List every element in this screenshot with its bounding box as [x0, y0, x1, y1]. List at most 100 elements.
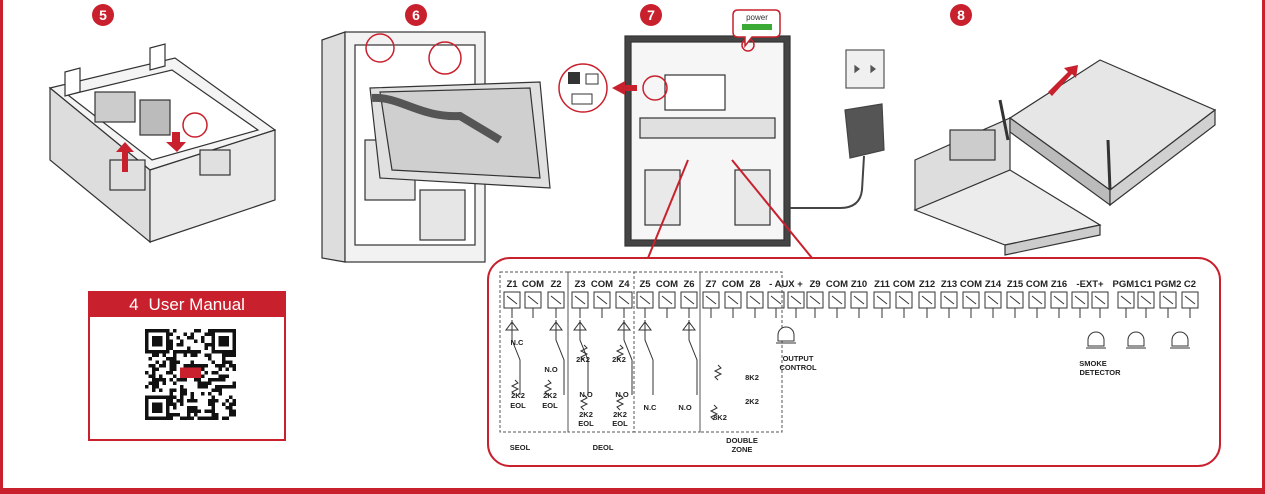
- terminal-screw: [1137, 291, 1155, 318]
- step-6-badge: 6: [405, 4, 427, 26]
- terminal-label: Z15: [1007, 279, 1024, 290]
- terminal-label: COM: [1026, 279, 1048, 290]
- wiring-label-double_zone_1: DOUBLE: [726, 436, 758, 445]
- wiring-label-no: N.O: [544, 365, 558, 374]
- terminal-label: -EXT+: [1076, 279, 1104, 290]
- terminal-screw: [895, 291, 913, 318]
- user-manual-title: User Manual: [148, 295, 245, 314]
- wiring-label-r2k2: 2K2: [543, 391, 557, 400]
- terminal-screw: [806, 291, 824, 318]
- terminal-screw: [767, 291, 785, 318]
- wiring-label-no: N.O: [615, 390, 629, 399]
- terminal-label: COM: [591, 279, 613, 290]
- terminal-screw: [524, 291, 542, 318]
- wiring-label-smoke_1: SMOKE: [1079, 359, 1107, 368]
- user-manual-card: 4 User Manual: [88, 291, 286, 441]
- terminal-screw: [724, 291, 742, 318]
- terminal-screw: [1006, 291, 1024, 318]
- terminal-screw: [547, 291, 565, 318]
- terminal-screw: [503, 291, 521, 318]
- terminal-screw: [787, 291, 805, 318]
- terminal-screw: [1159, 291, 1177, 318]
- terminal-screw: [571, 291, 589, 318]
- terminal-screw: [850, 291, 868, 318]
- user-manual-number: 4: [129, 295, 139, 314]
- terminal-screw: [1050, 291, 1068, 318]
- terminal-label: Z13: [941, 279, 957, 290]
- terminal-label: Z3: [574, 279, 585, 290]
- step8-arrow: [1048, 65, 1078, 96]
- terminal-screw: [873, 291, 891, 318]
- terminal-screw: [746, 291, 764, 318]
- wiring-label-deol: DEOL: [593, 443, 614, 452]
- terminal-label: PGM2: [1155, 279, 1182, 290]
- power-outlet: [845, 49, 885, 89]
- terminal-screw: [1181, 291, 1199, 318]
- wiring-label-r2k2: 2K2: [612, 355, 626, 364]
- terminal-screw: [593, 291, 611, 318]
- wiring-label-r8k2: 8K2: [745, 373, 759, 382]
- wiring-label-r2k2: 2K2: [745, 397, 759, 406]
- wiring-label-eol: EOL: [578, 419, 594, 428]
- wiring-label-seol: SEOL: [510, 443, 531, 452]
- terminal-screw: [828, 291, 846, 318]
- terminal-label: COM: [893, 279, 915, 290]
- terminal-label: Z9: [809, 279, 820, 290]
- terminal-label: Z1: [506, 279, 518, 290]
- terminal-label: COM: [656, 279, 678, 290]
- wiring-label-r2k2: 2K2: [613, 410, 627, 419]
- terminal-label: COM: [826, 279, 848, 290]
- wiring-label-smoke_2: DETECTOR: [1079, 368, 1121, 377]
- user-manual-header: 4 User Manual: [90, 293, 284, 317]
- step6-panel-illustration: [321, 31, 551, 263]
- wiring-label-no: N.O: [678, 403, 692, 412]
- step-7-badge: 7: [640, 4, 662, 26]
- wiring-label-nc: N.C: [511, 338, 525, 347]
- terminal-label: C1: [1140, 279, 1153, 290]
- terminal-label: Z4: [618, 279, 630, 290]
- wiring-label-eol: EOL: [612, 419, 628, 428]
- terminal-label: Z10: [851, 279, 867, 290]
- terminal-label: Z11: [874, 279, 891, 290]
- terminal-screw: [940, 291, 958, 318]
- terminal-label: Z8: [749, 279, 760, 290]
- terminal-screw: [680, 291, 698, 318]
- step-8-badge: 8: [950, 4, 972, 26]
- terminal-screw: [1028, 291, 1046, 318]
- wiring-label-r8k2: 8K2: [713, 413, 727, 422]
- wiring-label-output_control_1: OUTPUT: [783, 354, 814, 363]
- terminal-label: Z14: [985, 279, 1002, 290]
- wiring-label-double_zone_2: ZONE: [732, 445, 753, 454]
- terminal-screw: [984, 291, 1002, 318]
- wiring-diagram: [499, 271, 1190, 433]
- wiring-label-eol: EOL: [510, 401, 526, 410]
- step5-arrow-up: [116, 142, 134, 172]
- terminal-label: Z5: [639, 279, 651, 290]
- terminal-label: C2: [1184, 279, 1196, 290]
- terminal-screw: [636, 291, 654, 318]
- qr-code-icon[interactable]: [90, 317, 284, 439]
- terminal-label: COM: [522, 279, 544, 290]
- terminal-screw: [1091, 291, 1109, 318]
- power-label: power: [746, 13, 768, 22]
- power-adapter: [790, 103, 885, 209]
- terminal-label: Z2: [550, 279, 561, 290]
- step-5-badge: 5: [92, 4, 114, 26]
- terminal-label: - AUX +: [769, 279, 803, 290]
- terminal-screw: [918, 291, 936, 318]
- terminal-label: Z6: [683, 279, 694, 290]
- wiring-label-eol: EOL: [542, 401, 558, 410]
- terminal-label: Z12: [919, 279, 935, 290]
- terminal-screw: [962, 291, 980, 318]
- terminal-label: PGM1: [1113, 279, 1141, 290]
- terminal-screw: [658, 291, 676, 318]
- terminal-screw: [615, 291, 633, 318]
- wiring-label-r2k2: 2K2: [511, 391, 525, 400]
- terminal-screw: [702, 291, 720, 318]
- step5-arrow-down: [166, 132, 186, 152]
- terminal-screw: [1117, 291, 1135, 318]
- wiring-label-no: N.O: [579, 390, 593, 399]
